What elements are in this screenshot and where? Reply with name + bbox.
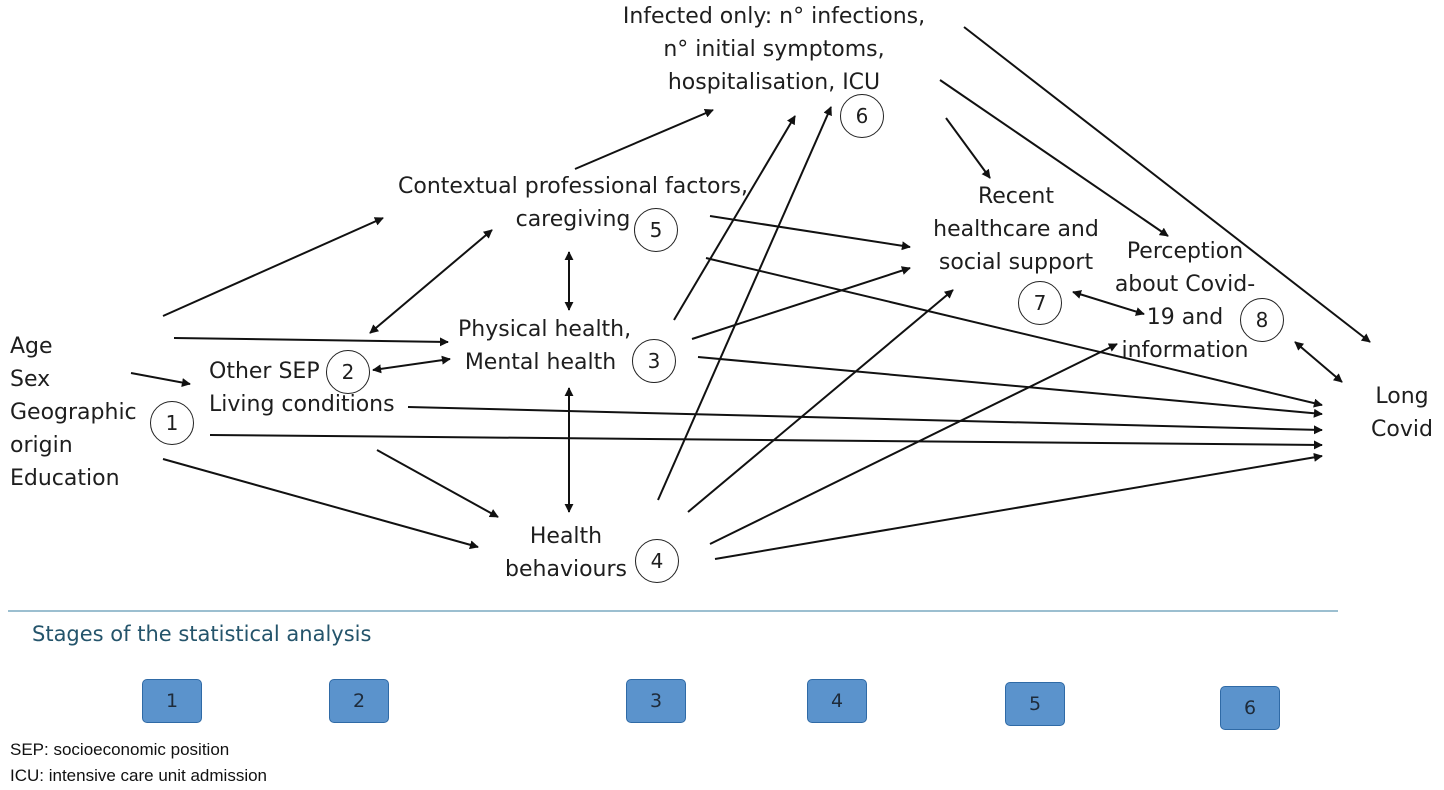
arrow-2 [173,337,449,347]
arrow-9 [372,355,451,374]
node-4-circle: 4 [635,539,679,583]
arrow-20 [705,257,1323,408]
arrow-1 [162,217,384,317]
arrow-25 [1072,290,1145,316]
arrow-6 [407,406,1323,435]
node-1-label: Age Sex Geographic origin Education [10,334,137,491]
arrow-14 [657,106,832,501]
arrow-5 [209,434,1323,450]
stages-title: Stages of the statistical analysis [32,622,372,646]
node-1-circle: 1 [150,401,194,445]
arrow-16 [687,289,954,513]
arrow-3 [130,372,191,387]
stage-box-3: 3 [626,679,686,723]
arrow-7 [376,449,499,518]
note-icu: ICU: intensive care unit admission [10,766,268,785]
node-8-circle: 8 [1240,298,1284,342]
stage-box-6: 6 [1220,686,1280,730]
stage-box-1: 1 [142,679,202,723]
node-7-circle: 7 [1018,281,1062,325]
arrow-17 [709,343,1118,545]
node-4-label: Health behaviours [505,524,627,582]
stage-box-4: 4 [807,679,867,723]
outcome-label: Long Covid [1371,384,1433,442]
arrow-18 [714,452,1323,560]
node-6-circle: 6 [840,94,884,138]
arrow-24 [963,26,1371,343]
node-3-circle: 3 [632,339,676,383]
arrow-12 [574,109,714,170]
arrow-4 [162,458,479,550]
note-sep: SEP: socioeconomic position [10,740,230,759]
node-3-label: Physical health, Mental health [458,317,632,375]
arrow-23 [939,79,1169,237]
stage-box-2: 2 [329,679,389,723]
section-divider [8,610,1338,612]
node-6-label: Infected only: n° infections, n° initial… [622,4,926,95]
node-8-label: Perception about Covid- 19 and informati… [1114,239,1256,363]
node-2-circle: 2 [326,350,370,394]
arrow-22 [945,117,991,179]
arrow-26 [1294,341,1343,383]
arrow-13 [673,115,796,321]
arrow-15 [691,266,911,340]
stage-box-5: 5 [1005,682,1065,726]
node-5-label: Contextual professional factors, caregiv… [398,174,748,232]
node-7-label: Recent healthcare and social support [933,184,1099,275]
node-5-circle: 5 [634,208,678,252]
node-2-label: Other SEP Living conditions [209,359,395,417]
arrow-21 [709,215,911,251]
arrow-19 [697,356,1323,418]
arrow-8 [369,229,493,334]
